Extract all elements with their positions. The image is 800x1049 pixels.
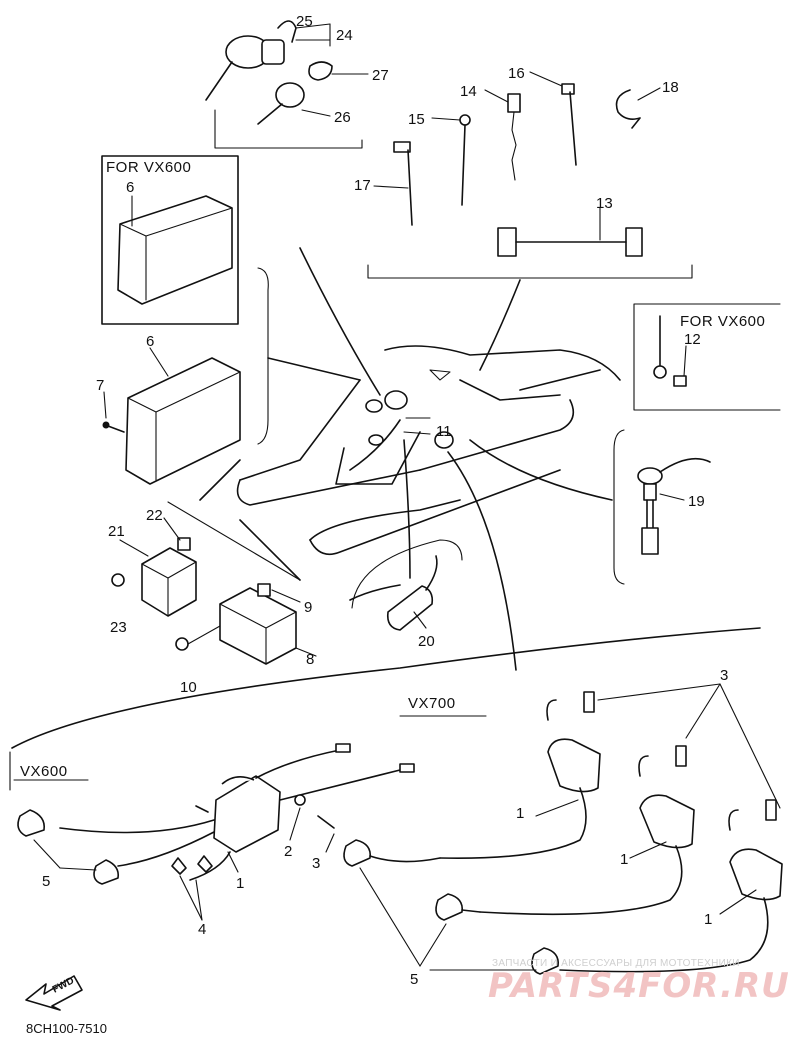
callout-22: 22 xyxy=(146,507,163,524)
callout-6a: 6 xyxy=(126,179,135,196)
callout-20: 20 xyxy=(418,633,435,650)
callout-1a: 1 xyxy=(236,875,245,892)
callout-1d: 1 xyxy=(704,911,713,928)
watermark-tagline: ЗАПЧАСТИ И АКСЕССУАРЫ ДЛЯ МОТОТЕХНИКИ xyxy=(492,958,740,969)
callout-7: 7 xyxy=(96,377,105,394)
callout-6b: 6 xyxy=(146,333,155,350)
callout-18: 18 xyxy=(662,79,679,96)
sensor-group xyxy=(613,429,711,585)
callout-5b: 5 xyxy=(410,971,419,988)
vx700-section-title: VX700 xyxy=(408,695,456,712)
callout-27: 27 xyxy=(372,67,389,84)
callout-15: 15 xyxy=(408,111,425,128)
callout-25: 25 xyxy=(296,13,313,30)
callout-11: 11 xyxy=(436,423,452,440)
condenser-group xyxy=(351,539,463,631)
vx600-ignition-coil xyxy=(13,743,415,921)
callout-16: 16 xyxy=(508,65,525,82)
callout-2: 2 xyxy=(284,843,293,860)
vx600-ground-box xyxy=(633,303,781,411)
callout-1c: 1 xyxy=(620,851,629,868)
callout-10: 10 xyxy=(180,679,197,696)
watermark-logo: PARTS4FOR.RU xyxy=(488,966,790,1006)
main-switch-group xyxy=(205,20,369,149)
snowmobile-body xyxy=(199,247,621,671)
callout-19: 19 xyxy=(688,493,705,510)
callout-5a: 5 xyxy=(42,873,51,890)
callout-17: 17 xyxy=(354,177,371,194)
vx600-cdi-box xyxy=(101,155,239,325)
fwd-arrow-icon xyxy=(25,975,83,1011)
vx600-box-top-title: FOR VX600 xyxy=(106,159,192,176)
callout-3b: 3 xyxy=(312,855,321,872)
vx600-section-title: VX600 xyxy=(20,763,68,780)
vx600-box-right-title: FOR VX600 xyxy=(680,313,766,330)
callout-24: 24 xyxy=(336,27,353,44)
callout-13: 13 xyxy=(596,195,613,212)
divider xyxy=(9,627,761,791)
callout-12: 12 xyxy=(684,331,701,348)
callout-26: 26 xyxy=(334,109,351,126)
cdi-unit xyxy=(102,267,269,485)
callout-9: 9 xyxy=(304,599,313,616)
callout-8: 8 xyxy=(306,651,315,668)
callout-14: 14 xyxy=(460,83,477,100)
callout-1b: 1 xyxy=(516,805,525,822)
harness-parts-group xyxy=(367,71,693,279)
callout-21: 21 xyxy=(108,523,125,540)
diagram-code: 8CH100-7510 xyxy=(26,1021,107,1036)
regulator-group xyxy=(111,501,317,665)
callout-3a: 3 xyxy=(720,667,729,684)
callout-4: 4 xyxy=(198,921,207,938)
callout-23: 23 xyxy=(110,619,127,636)
vx700-ignition-coils xyxy=(343,683,783,975)
